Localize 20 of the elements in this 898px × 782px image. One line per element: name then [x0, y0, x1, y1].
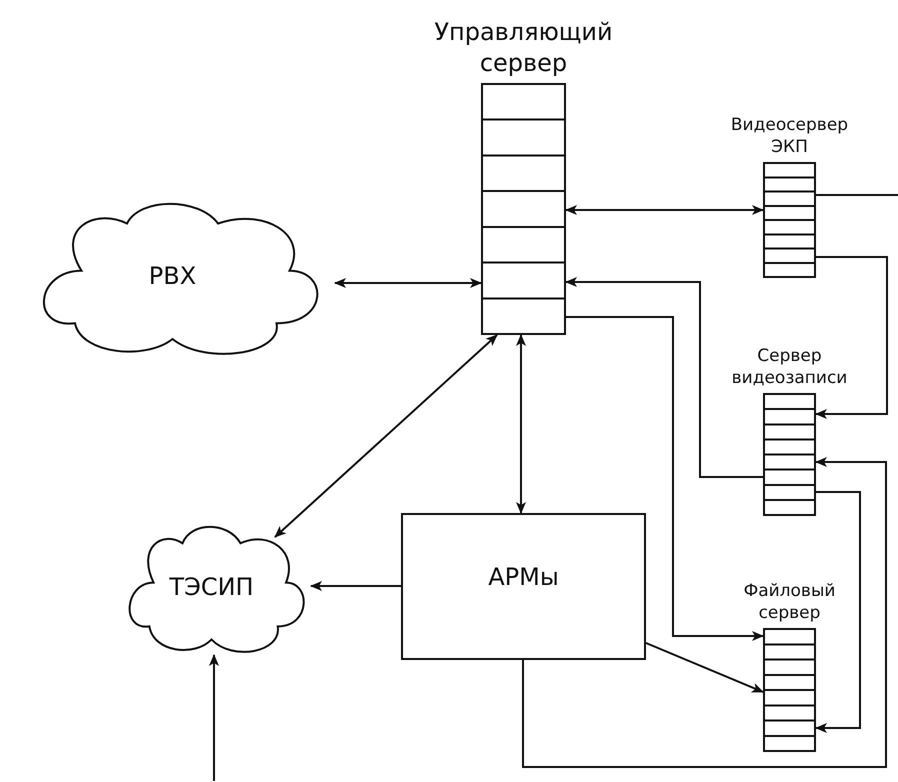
connector-arrow: [274, 334, 498, 538]
server-label: Видеосервер ЭКП: [730, 114, 850, 158]
connector-arrow: [209, 654, 219, 781]
server-label: Сервер видеозаписи: [730, 344, 848, 389]
connector-arrow: [334, 278, 482, 288]
connector-arrow: [516, 334, 526, 514]
server-label: Файловый сервер: [742, 580, 836, 624]
connector-arrow: [565, 205, 764, 215]
server-label: Управляющий сервер: [433, 16, 614, 79]
workstation-box: [401, 513, 646, 660]
connector-arrow: [522, 457, 887, 768]
connector-arrow: [565, 277, 763, 478]
cloud-label: PBX: [148, 262, 196, 290]
connector-arrow: [566, 316, 764, 641]
connector-arrow: [646, 642, 764, 693]
box-label: АРМы: [488, 563, 559, 593]
cloud-label: ТЭСИП: [169, 573, 254, 601]
connector-arrow: [815, 256, 888, 419]
connector-arrow: [310, 581, 401, 591]
connector-arrow: [815, 491, 861, 733]
